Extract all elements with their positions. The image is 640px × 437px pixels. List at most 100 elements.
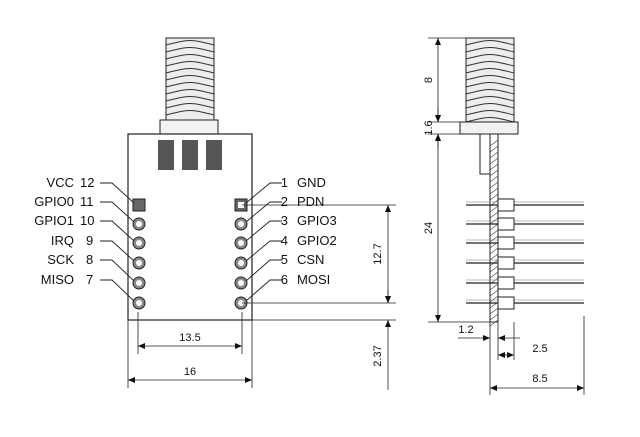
- thread-line: [465, 54, 515, 60]
- hatch-line: [489, 313, 499, 321]
- thread-line: [465, 47, 515, 53]
- front-dimension-lines: [127, 204, 396, 390]
- left-pin-labels: VCC 12 GPIO0 11 GPIO1 10 IRQ 9 SCK 8 MIS…: [34, 175, 94, 287]
- hatch-line: [489, 211, 499, 219]
- dim-pcb-thickness: 1.2: [458, 324, 473, 336]
- leader-line: [245, 182, 282, 204]
- pin-number: 5: [281, 252, 288, 267]
- leader-line: [245, 259, 282, 282]
- antenna-pads: [158, 140, 222, 170]
- hatch-line: [489, 265, 499, 273]
- pin-number: 8: [86, 252, 93, 267]
- leader-line: [245, 240, 282, 262]
- pin-hole: [136, 240, 142, 246]
- header-pins-side: [466, 198, 584, 310]
- header-plastic: [497, 217, 515, 231]
- leader-line: [245, 220, 282, 242]
- pin-label: MOSI: [297, 272, 330, 287]
- dim-body-height: 24: [423, 222, 435, 234]
- dim-pin-span: 13.5: [179, 332, 200, 344]
- hatch-line: [489, 223, 499, 231]
- hatch-line: [489, 151, 499, 159]
- pin-number: 7: [86, 272, 93, 287]
- hatch-line: [489, 283, 499, 291]
- thread-line: [165, 89, 215, 95]
- pin-hole: [238, 202, 244, 208]
- thread-line: [465, 89, 515, 95]
- thread-line: [465, 103, 515, 109]
- dim-board-width: 16: [184, 366, 196, 378]
- pin-number: 3: [281, 213, 288, 228]
- pin-number: 1: [281, 175, 288, 190]
- thread-line: [465, 96, 515, 102]
- thread-line: [165, 75, 215, 81]
- hatch-line: [489, 295, 499, 303]
- hatch-line: [489, 253, 499, 261]
- pin-hole: [238, 280, 244, 286]
- leader-line: [245, 201, 282, 223]
- pin-hole: [238, 221, 244, 227]
- header-plastic: [497, 236, 515, 250]
- pin-label: GPIO2: [297, 233, 337, 248]
- thread-line: [165, 61, 215, 67]
- pin-hole: [238, 240, 244, 246]
- leader-line: [245, 279, 282, 302]
- pin-label: GPIO1: [34, 213, 74, 228]
- pin-label: PDN: [297, 194, 324, 209]
- hatch-line: [489, 145, 499, 153]
- dim-total-depth: 8.5: [532, 373, 547, 385]
- thread-line: [165, 96, 215, 102]
- pin-number: 9: [86, 233, 93, 248]
- thread-line: [165, 40, 215, 46]
- pin-label: SCK: [47, 252, 74, 267]
- right-pin-labels: 1 GND 2 PDN 3 GPIO3 4 GPIO2 5 CSN 6 MOSI: [281, 175, 337, 287]
- hatch-line: [489, 193, 499, 201]
- header-plastic: [497, 256, 515, 270]
- header-plastic: [497, 198, 515, 212]
- pin-number: 2: [281, 194, 288, 209]
- thread-line: [165, 68, 215, 74]
- leader-line: [100, 240, 135, 262]
- leader-line: [100, 220, 135, 242]
- thread-line: [165, 110, 215, 116]
- pin-leader-lines: [100, 182, 282, 302]
- dim-bottom-offset: 2.37: [372, 345, 384, 366]
- leader-line: [100, 279, 135, 302]
- pin-label: IRQ: [51, 233, 74, 248]
- hatch-line: [489, 187, 499, 195]
- thread-line: [165, 82, 215, 88]
- dim-flange-thickness: 1.6: [423, 120, 435, 135]
- hatch-line: [489, 289, 499, 297]
- hatch-line: [489, 169, 499, 177]
- header-plastic: [497, 296, 515, 310]
- pin-hole: [238, 300, 244, 306]
- pin-label: VCC: [47, 175, 74, 190]
- hatch-line: [489, 271, 499, 279]
- thread-line: [465, 68, 515, 74]
- thread-lines: [165, 40, 215, 116]
- pin-label: GPIO0: [34, 194, 74, 209]
- hatch-line: [489, 319, 499, 327]
- pin-number: 11: [80, 194, 94, 209]
- pin-number: 12: [80, 175, 94, 190]
- hatch-line: [489, 163, 499, 171]
- pin-label: MISO: [41, 272, 74, 287]
- side-dimension-lines: [428, 37, 585, 395]
- pin-label: CSN: [297, 252, 324, 267]
- sma-connector-side: [459, 37, 519, 175]
- dim-pin-offset: 2.5: [532, 343, 547, 355]
- thread-line: [165, 47, 215, 53]
- hatch-line: [489, 139, 499, 147]
- pin-hole: [238, 260, 244, 266]
- thread-line: [465, 61, 515, 67]
- pin-number: 6: [281, 272, 288, 287]
- dim-pin-column-height: 12.7: [372, 243, 384, 264]
- hatch-line: [489, 229, 499, 237]
- dim-antenna-length: 8: [423, 77, 435, 83]
- left-pin-holes: [132, 198, 146, 310]
- hatch-line: [489, 247, 499, 255]
- hatch-line: [489, 205, 499, 213]
- pin-pad-square: [132, 198, 146, 212]
